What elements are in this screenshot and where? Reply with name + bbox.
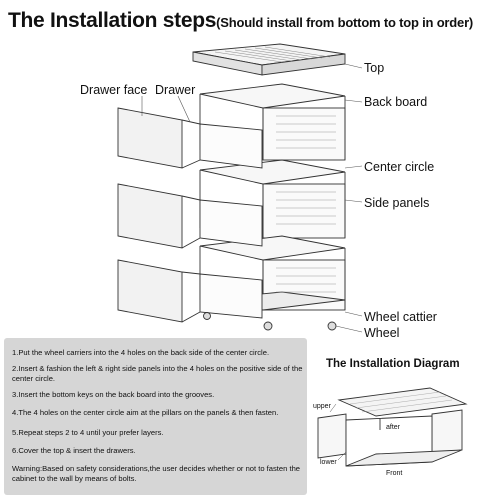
label-drawer-face: Drawer face [80, 83, 148, 97]
title-main: The Installation steps [8, 9, 217, 32]
drawer-2 [117, 183, 263, 249]
drawer-3 [117, 259, 263, 323]
wheels [203, 312, 337, 331]
step-3: 3.Insert the bottom keys on the back boa… [12, 390, 215, 399]
label-side-panels: Side panels [364, 196, 430, 210]
step-1: 1.Put the wheel carriers into the 4 hole… [12, 348, 270, 357]
layer-1 [199, 83, 346, 161]
mini-label-lower: lower [320, 459, 337, 466]
step-6: 6.Cover the top & insert the drawers. [12, 446, 136, 455]
label-drawer: Drawer [155, 83, 196, 97]
instructions-panel: 1.Put the wheel carriers into the 4 hole… [4, 338, 307, 495]
page-title: The Installation steps(Should install fr… [8, 9, 473, 33]
title-subtitle: (Should install from bottom to top in or… [216, 15, 474, 30]
label-top: Top [364, 61, 385, 75]
label-back-board: Back board [364, 95, 428, 109]
mini-label-front: Front [386, 470, 403, 477]
warning-text: Warning:Based on safety considerations,t… [12, 464, 301, 483]
installation-diagram-title: The Installation Diagram [326, 358, 460, 370]
label-wheel-cattier: Wheel cattier [364, 310, 437, 324]
top-panel [192, 43, 346, 76]
step-2: 2.Insert & fashion the left & right side… [12, 364, 303, 383]
mini-label-upper: upper [313, 403, 331, 410]
mini-diagram [317, 387, 468, 467]
mini-label-after: after [386, 424, 401, 431]
label-center-circle: Center circle [364, 160, 435, 174]
layer-2 [199, 159, 346, 239]
step-5: 5.Repeat steps 2 to 4 until your prefer … [12, 428, 164, 437]
step-4: 4.The 4 holes on the center circle aim a… [12, 408, 279, 417]
label-wheel: Wheel [364, 326, 400, 340]
drawer-1 [117, 107, 263, 169]
